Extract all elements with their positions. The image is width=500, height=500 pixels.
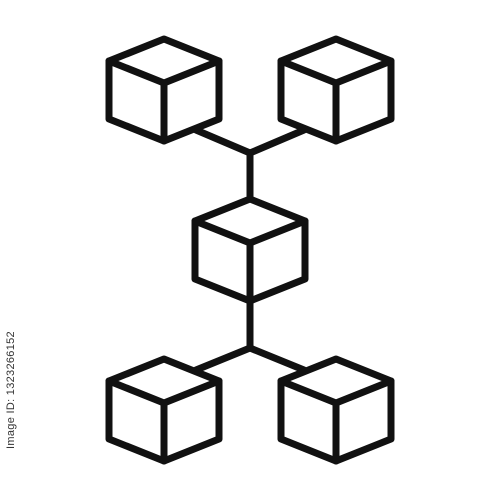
cubes-layer — [105, 35, 395, 465]
cube-center — [191, 195, 309, 305]
connector-bottom-left — [192, 344, 254, 374]
connector-top-left — [192, 126, 254, 157]
stock-id-label: Image ID: 1323266152 — [4, 300, 18, 480]
stock-id-text: Image ID: 1323266152 — [5, 331, 18, 449]
connector-lines — [192, 126, 308, 374]
cube-top-right — [277, 35, 395, 145]
connector-top-right — [246, 126, 308, 157]
cube-bottom-right — [277, 355, 395, 465]
cube-top-left — [105, 35, 223, 145]
cube-bottom-left — [105, 355, 223, 465]
connector-bottom-right — [246, 344, 308, 374]
